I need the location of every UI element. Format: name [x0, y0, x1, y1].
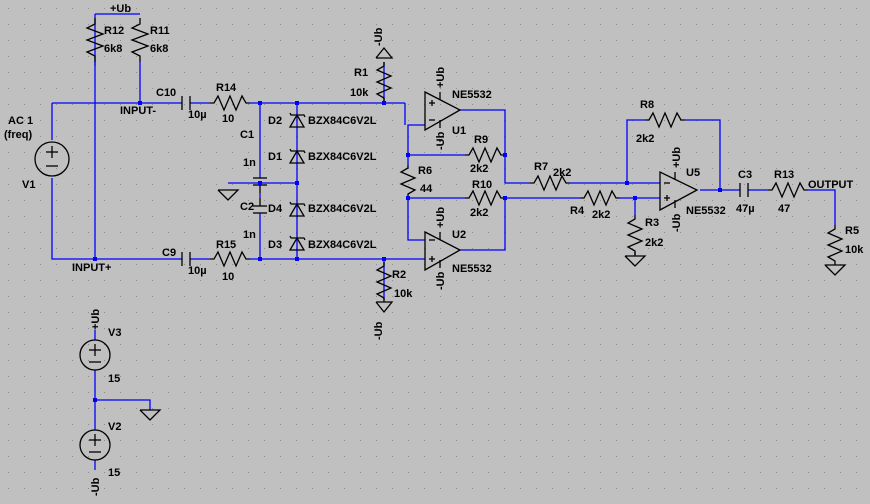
junctions	[93, 101, 722, 402]
label-r15: R15	[216, 239, 236, 251]
labels: +Ub R12 6k8 R11 6k8 AC 1 (freq) V1 C10 1…	[4, 3, 864, 496]
value-r10: 2k2	[470, 207, 488, 219]
value-r8: 2k2	[636, 133, 654, 145]
label-input-plus: INPUT+	[72, 262, 111, 274]
label-u1: U1	[452, 125, 466, 137]
label-c3: C3	[738, 169, 752, 181]
label-c10: C10	[156, 87, 176, 99]
value-d1: BZX84C6V2L	[308, 151, 377, 163]
value-r14: 10	[222, 113, 234, 125]
value-r2: 10k	[394, 288, 413, 300]
wires	[51, 13, 836, 470]
value-d3: BZX84C6V2L	[308, 239, 377, 251]
label-ne-u1: NE5532	[452, 89, 492, 101]
label-u5: U5	[686, 167, 700, 179]
label-r13: R13	[774, 169, 794, 181]
flag-v2: -Ub	[90, 477, 102, 496]
components	[34, 18, 847, 461]
label-r5: R5	[845, 225, 859, 237]
value-r11: 6k8	[150, 43, 168, 55]
label-v1: V1	[22, 179, 35, 191]
value-r3: 2k2	[645, 237, 663, 249]
value-r9: 2k2	[470, 163, 488, 175]
label-r4: R4	[570, 205, 585, 217]
label-u2: U2	[452, 229, 466, 241]
label-input-minus: INPUT-	[120, 105, 156, 117]
value-r1: 10k	[350, 87, 369, 99]
label-c1: C1	[240, 129, 254, 141]
label-r9: R9	[474, 134, 488, 146]
label-d2: D2	[268, 115, 282, 127]
label-ne-u5: NE5532	[686, 205, 726, 217]
flag-r2: -Ub	[373, 321, 385, 340]
label-c9: C9	[162, 247, 176, 259]
label-ac-freq: (freq)	[4, 129, 32, 141]
label-r3: R3	[645, 217, 659, 229]
label-r10: R10	[472, 179, 492, 191]
label-ac: AC 1	[8, 115, 33, 127]
value-c1: 1n	[243, 157, 256, 169]
value-r12: 6k8	[104, 43, 122, 55]
value-r15: 10	[222, 271, 234, 283]
value-r6: 44	[420, 183, 433, 195]
value-c9: 10µ	[188, 265, 207, 277]
label-d4: D4	[268, 203, 283, 215]
label-r2: R2	[392, 269, 406, 281]
label-r7: R7	[534, 161, 548, 173]
flag-v3: +Ub	[90, 309, 102, 330]
value-c10: 10µ	[188, 109, 207, 121]
flag-r1: -Ub	[373, 27, 385, 46]
value-c2: 1n	[243, 229, 256, 241]
label-ne-u2: NE5532	[452, 263, 492, 275]
flag-u2-plus: +Ub	[435, 207, 447, 228]
label-r14: R14	[216, 82, 237, 94]
label-c2: C2	[240, 201, 254, 213]
value-d2: BZX84C6V2L	[308, 115, 377, 127]
value-r13: 47	[778, 203, 790, 215]
label-r12: R12	[104, 25, 124, 37]
flag-u2-minus: -Ub	[435, 271, 447, 290]
label-r1: R1	[354, 67, 368, 79]
grid-dots	[8, 8, 857, 489]
label-r6: R6	[418, 165, 432, 177]
value-c3: 47µ	[736, 203, 755, 215]
value-v2: 15	[108, 467, 120, 479]
flag-u5-minus: -Ub	[671, 213, 683, 232]
label-r11: R11	[150, 25, 170, 37]
label-ub-top: +Ub	[110, 3, 131, 15]
value-d4: BZX84C6V2L	[308, 203, 377, 215]
value-r5: 10k	[845, 244, 864, 256]
flag-u1-plus: +Ub	[435, 67, 447, 88]
label-v3: V3	[108, 327, 121, 339]
flag-u5-plus: +Ub	[671, 147, 683, 168]
label-r8: R8	[640, 99, 654, 111]
label-d1: D1	[268, 151, 282, 163]
label-output: OUTPUT	[808, 179, 854, 191]
value-r7: 2k2	[553, 167, 571, 179]
label-v2: V2	[108, 421, 121, 433]
value-v3: 15	[108, 373, 120, 385]
value-r4: 2k2	[592, 209, 610, 221]
flag-u1-minus: -Ub	[435, 131, 447, 150]
label-d3: D3	[268, 239, 282, 251]
